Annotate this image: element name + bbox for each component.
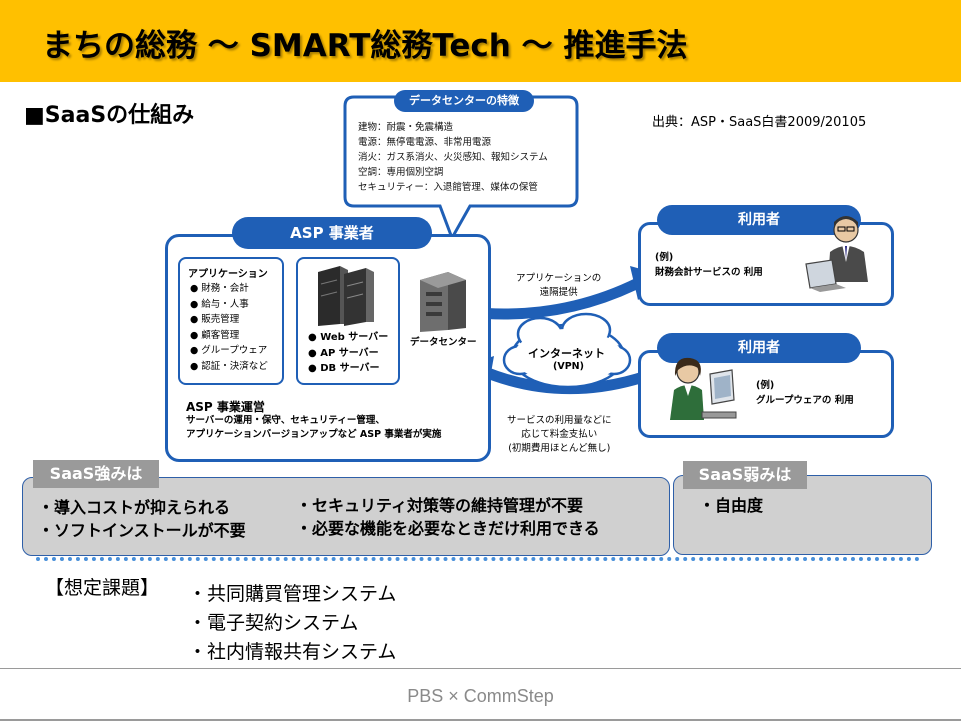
applications-box [178,257,284,385]
asp-provider-title: ASP 事業者 [232,217,432,249]
weaknesses-label: SaaS弱みは [683,461,807,489]
user-description-line: (例) [756,380,775,391]
callout-feature: 建物：耐震・免震構造 [358,122,454,133]
source-citation: 出典：ASP・SaaS白書2009/20105 [652,115,867,130]
strengths-label: SaaS強みは [33,460,159,488]
application-item: ● 給与・人事 [190,298,249,310]
footer-divider [0,668,961,669]
operations-line: アプリケーションバージョンアップなど ASP 事業者が実施 [186,429,442,440]
provide-line: アプリケーションの [516,273,602,284]
datacenter-server-icon [420,272,466,332]
task-item: ・社内情報共有システム [188,641,397,663]
user-title: 利用者 [657,333,861,363]
user-description-line: 財務会計サービスの 利用 [655,267,763,278]
strength-item: ・導入コストが抑えられる [38,498,231,517]
woman-computer-icon [670,357,737,420]
server-item: ● AP サーバー [308,347,379,359]
strengths-panel [22,477,670,556]
section-divider [36,557,920,561]
callout-feature-list: 建物：耐震・免震構造 電源：無停電電源、非常用電源 消火：ガス系消火、火災感知、… [358,120,548,195]
payment-line: サービスの利用量などに [507,415,612,426]
cloud-subtitle: (VPN) [553,361,584,372]
application-item: ● 販売管理 [190,314,240,325]
payment-line: (初期費用ほとんど無し) [508,443,611,454]
applications-heading: アプリケーション [188,269,268,280]
application-item: ● 顧客管理 [190,329,240,341]
user-description: (例) グループウェアの 利用 [756,378,854,408]
callout-feature: 消火：ガス系消火、火災感知、報知システム [358,152,548,163]
user-title: 利用者 [657,205,861,235]
application-item: ● グループウェア [190,345,268,356]
server-item: ● Web サーバー [308,332,389,343]
payment-label: サービスの利用量などに 応じて料金支払い (初期費用ほとんど無し) [507,414,612,456]
page-title: まちの総務 ～ SMART総務Tech ～ 推進手法 [42,28,688,64]
user-description-line: グループウェアの 利用 [756,395,854,406]
application-item: ● 財務・会計 [190,283,249,294]
payment-line: 応じて料金支払い [521,429,598,440]
strength-item: ・セキュリティ対策等の維持管理が不要 [296,496,584,515]
provide-label: アプリケーションの 遠隔提供 [516,272,601,300]
server-rack-icon [318,266,374,326]
operations-heading: ASP 事業運営 [186,400,265,414]
tasks-label: 【想定課題】 [45,577,160,599]
tasks-list: ・共同購買管理システム ・電子契約システム ・社内情報共有システム [188,580,396,667]
callout-bubble [343,95,579,242]
applications-list: ● 財務・会計 ● 給与・人事 ● 販売管理 ● 顧客管理 ● グループウェア … [190,281,268,374]
strengths-column-1: ・導入コストが抑えられる ・ソフトインストールが不要 [38,496,246,542]
callout-feature: セキュリティー：入退館管理、媒体の保管 [358,182,538,193]
cloud-title: インターネット [528,347,605,360]
provide-line: 遠隔提供 [539,287,578,298]
datacenter-label: データセンター [410,337,477,348]
task-item: ・電子契約システム [188,612,359,634]
callout-feature: 電源：無停電電源、非常用電源 [358,137,492,148]
strengths-column-2: ・セキュリティ対策等の維持管理が不要 ・必要な機能を必要なときだけ利用できる [296,494,600,540]
operations-line: サーバーの運用・保守、セキュリティー管理、 [186,415,385,426]
businessman-laptop-icon [805,216,868,292]
user-description: (例) 財務会計サービスの 利用 [655,250,763,280]
operations-description: サーバーの運用・保守、セキュリティー管理、 アプリケーションバージョンアップなど… [186,414,441,442]
strength-item: ・必要な機能を必要なときだけ利用できる [296,519,600,538]
callout-feature: 空調：専用個別空調 [358,167,444,178]
title-bar: まちの総務 ～ SMART総務Tech ～ 推進手法 [0,0,961,82]
weaknesses-list: ・自由度 [699,494,763,517]
bottom-edge [0,719,961,721]
application-item: ● 認証・決済など [190,360,268,372]
callout-title: データセンターの特徴 [394,90,534,112]
weakness-item: ・自由度 [699,496,764,515]
footer-text: PBS × CommStep [407,686,554,706]
section-title: ■SaaSの仕組み [24,103,195,128]
servers-list: ● Web サーバー ● AP サーバー ● DB サーバー [308,330,388,377]
strength-item: ・ソフトインストールが不要 [38,521,246,540]
user-description-line: (例) [655,252,674,263]
task-item: ・共同購買管理システム [188,583,397,605]
server-item: ● DB サーバー [308,363,380,374]
internet-cloud-icon [502,312,632,389]
